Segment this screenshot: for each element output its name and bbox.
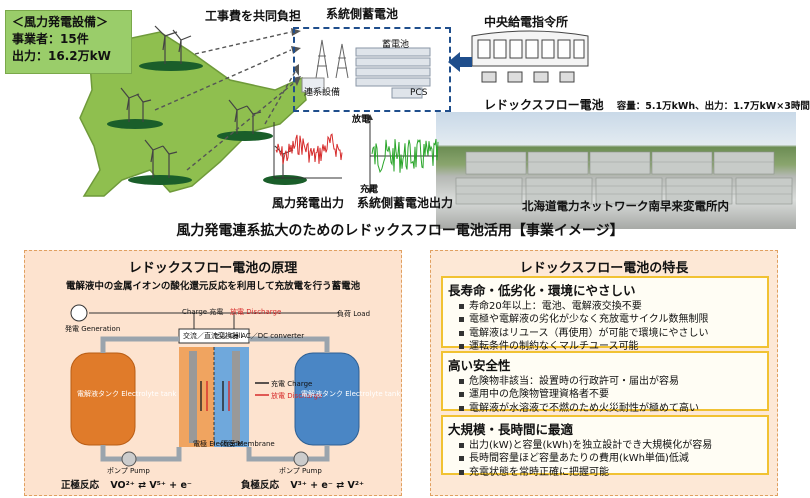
feature-item: 長時間容量ほど容量あたりの費用(kWh単価)低減 — [459, 452, 767, 465]
wind-box-output: 出力：16.2万kW — [12, 49, 111, 63]
membrane-label: 隔膜 Membrane — [221, 440, 275, 448]
generation-label: 発電 Generation — [65, 325, 121, 333]
photo-caption: 北海道電力ネットワーク南早来変電所内 — [522, 199, 729, 213]
wind-output-wave — [275, 133, 343, 165]
feature-item: 充電状態を常時正確に把握可能 — [459, 466, 767, 479]
output-waveforms — [273, 114, 439, 194]
redox-caption: レドックスフロー電池 容量：5.1万kWh、出力：1.7万kW×3時間 — [484, 94, 810, 113]
feature-item: 危険物非該当：設置時の行政許可・届出が容易 — [459, 375, 767, 388]
discharge-tag: 放電 Discharge — [230, 308, 282, 316]
electrode-label: 電極 Electrode — [193, 440, 243, 448]
battery-bank-label: 蓄電池 — [382, 40, 410, 50]
wind-turbines — [107, 25, 307, 185]
hokkaido-map — [79, 29, 307, 197]
feature-item: 電解液はリユース（再使用）が可能で環境にやさしい — [459, 327, 767, 340]
feature-item: 運用中の危険物管理資格者不要 — [459, 388, 767, 401]
charge-tag: Charge 充電 — [182, 308, 224, 316]
feature-item: 出力(kW)と容量(kWh)を独立設計でき大規模化が容易 — [459, 439, 767, 452]
legend-discharge: 放電 Discharge — [271, 392, 323, 400]
redox-cell-diagram — [70, 304, 360, 467]
grid-battery-output-label: 系統側蓄電池出力 — [357, 196, 454, 210]
converter-label: 交流／直流変換器 AC／DC converter — [183, 332, 305, 340]
positive-reaction: 正極反応 VO²⁺ ⇄ V⁵⁺ + e⁻ — [61, 477, 192, 491]
wind-output-label: 風力発電出力 — [272, 196, 345, 210]
negative-reaction-equation: V³⁺ + e⁻ ⇄ V²⁺ — [290, 480, 364, 491]
pump-right-label: ポンプ Pump — [279, 467, 322, 475]
feature-card-safety: 高い安全性 危険物非該当：設置時の行政許可・届出が容易 運用中の危険物管理資格者… — [441, 351, 769, 414]
legend-charge: 充電 Charge — [271, 380, 313, 388]
dispatch-arrow — [448, 52, 472, 72]
positive-reaction-label: 正極反応 — [61, 480, 100, 491]
battery-output-wave — [371, 138, 439, 174]
interconnect-label: 連系設備 — [304, 88, 341, 98]
cell-label: セル Cell — [213, 332, 243, 340]
wind-box-operators: 事業者：15件 — [12, 32, 89, 46]
discharge-axis-label: 放電 — [352, 115, 371, 125]
tank-right-label: 電解液タンク Electrolyte tank — [301, 390, 401, 398]
capacity-label: 容量：5.1万kWh、出力：1.7万kW×3時間 — [616, 101, 810, 112]
pump-left-label: ポンプ Pump — [107, 467, 150, 475]
central-dispatch-illustration — [471, 30, 589, 83]
grid-battery-illustration — [301, 39, 431, 99]
charge-axis-label: 充電 — [360, 185, 379, 195]
wind-box-heading: ＜風力発電設備＞ — [12, 15, 109, 29]
redox-label: レドックスフロー電池 — [484, 98, 604, 112]
load-label: 負荷 Load — [337, 310, 371, 318]
features-title: レドックスフロー電池の特長 — [519, 261, 689, 276]
feature-title: 大規模・長時間に最適 — [448, 422, 574, 437]
feature-title: 高い安全性 — [448, 358, 511, 373]
features-panel: レドックスフロー電池の特長 長寿命・低劣化・環境にやさしい 寿命20年以上：電池… — [430, 250, 778, 496]
feature-item: 電極や電解液の劣化が少なく充放電サイクル数無制限 — [459, 313, 767, 326]
grid-battery-label: 系統側蓄電池 — [326, 7, 399, 21]
principle-title: レドックスフロー電池の原理 — [128, 261, 298, 276]
feature-item: 寿命20年以上：電池、電解液交換不要 — [459, 300, 767, 313]
feature-card-scale: 大規模・長時間に最適 出力(kW)と容量(kWh)を独立設計でき大規模化が容易 … — [441, 415, 769, 478]
principle-subtitle: 電解液中の金属イオンの酸化還元反応を利用して充放電を行う蓄電池 — [65, 281, 361, 292]
tank-left-label: 電解液タンク Electrolyte tank — [77, 390, 177, 398]
positive-reaction-equation: VO²⁺ ⇄ V⁵⁺ + e⁻ — [110, 480, 192, 491]
principle-panel: レドックスフロー電池の原理 電解液中の金属イオンの酸化還元反応を利用して充放電を… — [24, 250, 402, 496]
pcs-label: PCS — [410, 88, 428, 98]
wind-facility-box: ＜風力発電設備＞ 事業者：15件 出力：16.2万kW — [5, 10, 132, 74]
feature-item: 電解液が水溶液で不燃のため火災耐性が極めて高い — [459, 402, 767, 415]
substation-photo — [436, 112, 796, 229]
cost-share-label: 工事費を共同負担 — [205, 9, 302, 23]
feature-card-longevity: 長寿命・低劣化・環境にやさしい 寿命20年以上：電池、電解液交換不要 電極や電解… — [441, 276, 769, 352]
central-dispatch-label: 中央給電指令所 — [484, 15, 569, 29]
grid-battery-box — [293, 27, 451, 112]
feature-title: 長寿命・低劣化・環境にやさしい — [448, 283, 636, 298]
negative-reaction-label: 負極反応 — [241, 480, 280, 491]
negative-reaction: 負極反応 V³⁺ + e⁻ ⇄ V²⁺ — [241, 477, 364, 491]
feature-item: 運転条件の制約なくマルチユース可能 — [459, 340, 767, 353]
main-title: 風力発電連系拡大のためのレドックスフロー電池活用【事業イメージ】 — [176, 223, 624, 239]
